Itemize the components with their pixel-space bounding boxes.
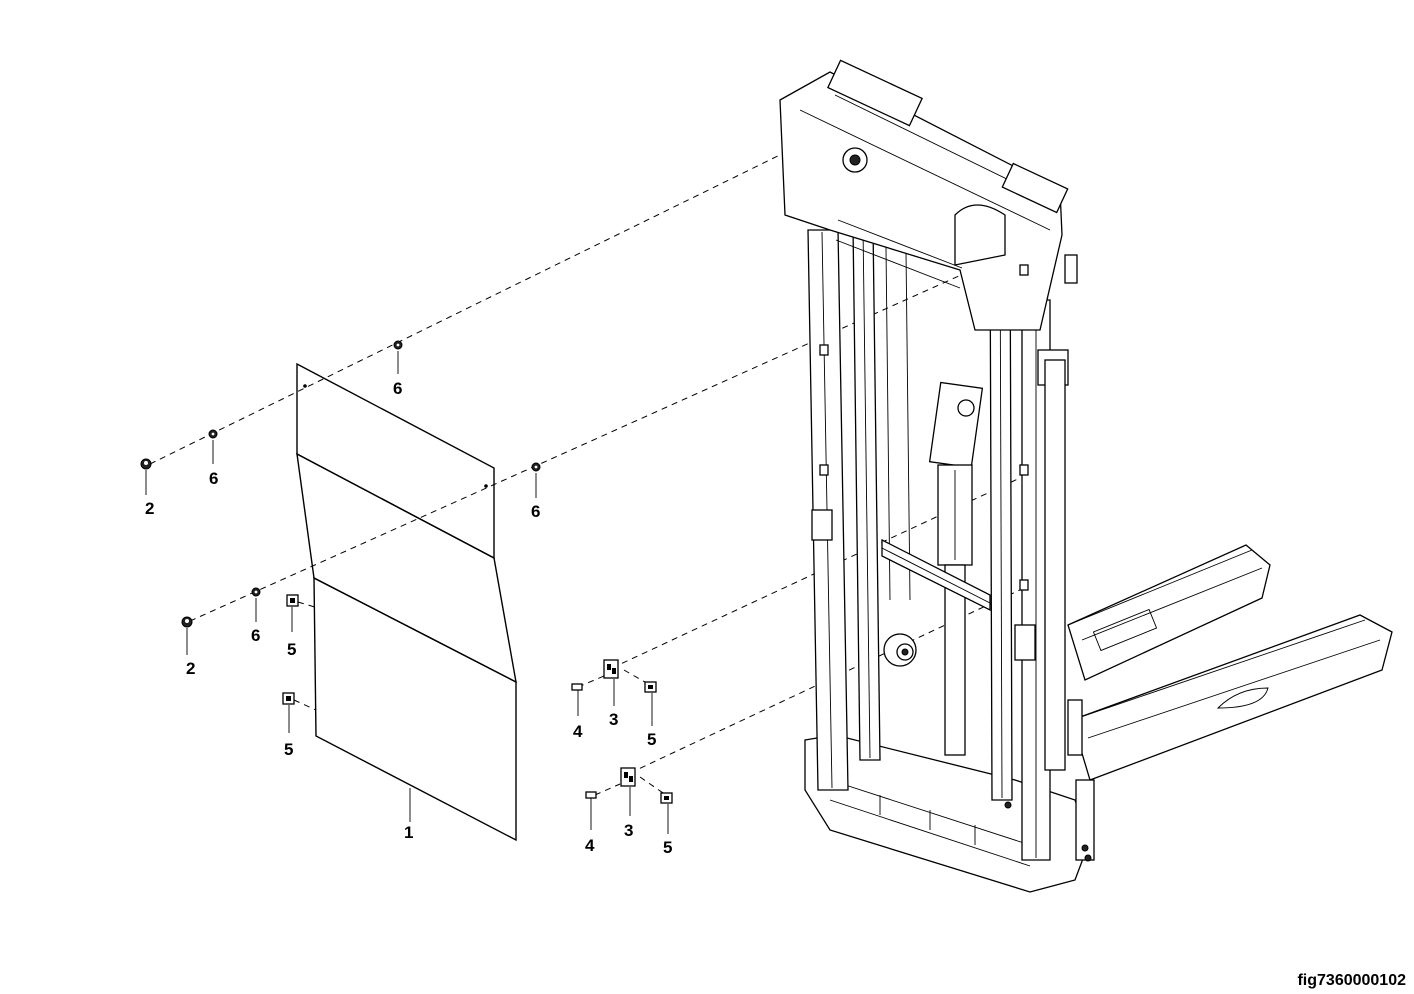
callout-1: 1	[404, 823, 413, 842]
callout-6-b: 6	[393, 379, 402, 398]
screw-2-lower	[181, 616, 193, 628]
callout-4-upper: 4	[573, 722, 583, 741]
callout-2-lower: 2	[186, 659, 195, 678]
figure-id-label: fig7360000102	[1297, 972, 1406, 989]
callout-5-d: 5	[663, 838, 672, 857]
callout-4-lower: 4	[585, 836, 595, 855]
callout-3-upper: 3	[609, 710, 618, 729]
leader-lines	[145, 351, 669, 834]
bracket-3-lower	[620, 767, 636, 787]
callout-6-c: 6	[531, 502, 540, 521]
nut-5-lower	[660, 792, 673, 804]
fork-lower	[1071, 614, 1393, 781]
bolt-4-upper	[571, 683, 583, 716]
fork-upper	[1067, 544, 1271, 681]
callout-5-a: 5	[287, 640, 296, 659]
washer-6-a	[208, 429, 218, 439]
callout-labels: 1 2 2 6 6 6 6 5 5 3 3 4 4 5 5	[145, 379, 672, 857]
callout-3-lower: 3	[624, 821, 633, 840]
washer-6-b	[393, 340, 403, 350]
clip-5-lower	[282, 692, 295, 705]
callout-6-a: 6	[209, 469, 218, 488]
callout-5-c: 5	[647, 730, 656, 749]
washer-6-c	[531, 462, 541, 472]
callout-5-b: 5	[284, 740, 293, 759]
bracket-3-upper	[603, 659, 619, 679]
cover-panel	[296, 362, 517, 842]
washer-6-d	[251, 587, 261, 597]
bolt-4-lower	[585, 791, 597, 830]
callout-2-upper: 2	[145, 499, 154, 518]
clip-5-upper	[286, 594, 299, 607]
mast-assembly	[779, 59, 1393, 893]
nut-5-upper	[644, 681, 657, 693]
screw-2-upper	[140, 458, 152, 470]
callout-6-d: 6	[251, 626, 260, 645]
